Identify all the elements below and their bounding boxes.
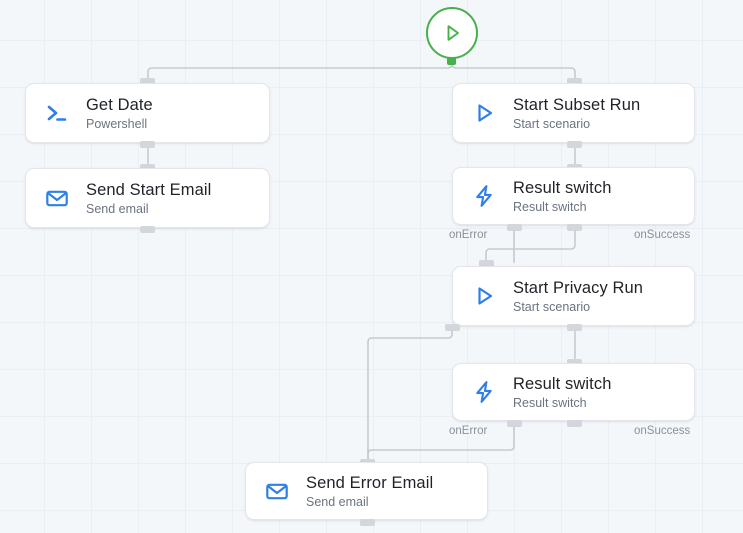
- node-result-switch-1[interactable]: Result switch Result switch: [452, 167, 695, 225]
- edge-label-result-switch-1-onsuccess: onSuccess: [634, 229, 691, 241]
- play-triangle-icon: [447, 25, 459, 41]
- start-privacy-run-input-port[interactable]: [479, 260, 494, 267]
- result-switch-1-onsuccess-port[interactable]: [567, 224, 582, 231]
- send-start-email-input-port[interactable]: [140, 164, 155, 171]
- lightning-bolt-icon: [467, 375, 501, 409]
- start-subset-run-output-port[interactable]: [567, 141, 582, 148]
- node-result-switch-2[interactable]: Result switch Result switch: [452, 363, 695, 421]
- edge-label-result-switch-2-onsuccess: onSuccess: [634, 425, 691, 437]
- node-start-subset-run[interactable]: Start Subset Run Start scenario: [452, 83, 695, 143]
- node-send-start-email-subtitle: Send email: [86, 201, 149, 216]
- node-send-error-email-subtitle: Send email: [306, 494, 369, 509]
- start-privacy-run-output-port-success[interactable]: [567, 324, 582, 331]
- node-start-privacy-run-subtitle: Start scenario: [513, 299, 591, 314]
- node-start-subset-run-subtitle: Start scenario: [513, 116, 591, 131]
- node-start-privacy-run-title: Start Privacy Run: [513, 278, 644, 297]
- node-get-date[interactable]: Get Date Powershell: [25, 83, 270, 143]
- play-triangle-icon: [467, 96, 501, 130]
- send-start-email-output-port[interactable]: [140, 226, 155, 233]
- play-triangle-icon: [467, 279, 501, 313]
- start-node[interactable]: [426, 7, 478, 59]
- edge-result-switch-2-onerror-to-send-error-email: [367, 420, 515, 466]
- node-start-subset-run-title: Start Subset Run: [513, 95, 641, 114]
- node-result-switch-2-subtitle: Result switch: [513, 395, 587, 410]
- start-subset-run-input-port[interactable]: [567, 78, 582, 85]
- result-switch-2-onerror-port[interactable]: [507, 420, 522, 427]
- node-send-error-email-text: Send Error Email Send email: [306, 473, 433, 510]
- node-result-switch-1-subtitle: Result switch: [513, 199, 587, 214]
- get-date-output-port[interactable]: [140, 141, 155, 148]
- lightning-bolt-icon: [467, 179, 501, 213]
- node-send-start-email-text: Send Start Email Send email: [86, 180, 211, 217]
- start-node-output-port[interactable]: [447, 57, 456, 65]
- get-date-input-port[interactable]: [140, 78, 155, 85]
- terminal-prompt-icon: [40, 96, 74, 130]
- edge-start-privacy-run-to-send-error-email: [367, 326, 453, 462]
- start-privacy-run-output-port-error[interactable]: [445, 324, 460, 331]
- node-send-error-email[interactable]: Send Error Email Send email: [245, 462, 488, 520]
- node-get-date-title: Get Date: [86, 95, 153, 114]
- send-error-email-output-port[interactable]: [360, 519, 375, 526]
- edge-result-switch-1-onsuccess-to-start-privacy-run: [485, 225, 576, 263]
- result-switch-2-onsuccess-port[interactable]: [567, 420, 582, 427]
- node-start-privacy-run-text: Start Privacy Run Start scenario: [513, 278, 643, 315]
- result-switch-1-onerror-port[interactable]: [507, 224, 522, 231]
- result-switch-2-input-port[interactable]: [567, 359, 582, 366]
- node-start-privacy-run[interactable]: Start Privacy Run Start scenario: [452, 266, 695, 326]
- node-result-switch-2-title: Result switch: [513, 374, 612, 393]
- edge-start-to-get-date: [147, 61, 453, 81]
- edge-label-result-switch-2-onerror: onError: [449, 425, 488, 437]
- envelope-icon: [40, 181, 74, 215]
- node-send-error-email-title: Send Error Email: [306, 473, 434, 492]
- node-result-switch-2-text: Result switch Result switch: [513, 374, 612, 411]
- edge-start-to-start-subset-run: [451, 61, 576, 81]
- node-get-date-text: Get Date Powershell: [86, 95, 153, 132]
- node-start-subset-run-text: Start Subset Run Start scenario: [513, 95, 640, 132]
- edge-label-result-switch-1-onerror: onError: [449, 229, 488, 241]
- node-get-date-subtitle: Powershell: [86, 116, 148, 131]
- node-send-start-email[interactable]: Send Start Email Send email: [25, 168, 270, 228]
- node-result-switch-1-text: Result switch Result switch: [513, 178, 612, 215]
- envelope-icon: [260, 474, 294, 508]
- node-send-start-email-title: Send Start Email: [86, 180, 212, 199]
- node-result-switch-1-title: Result switch: [513, 178, 612, 197]
